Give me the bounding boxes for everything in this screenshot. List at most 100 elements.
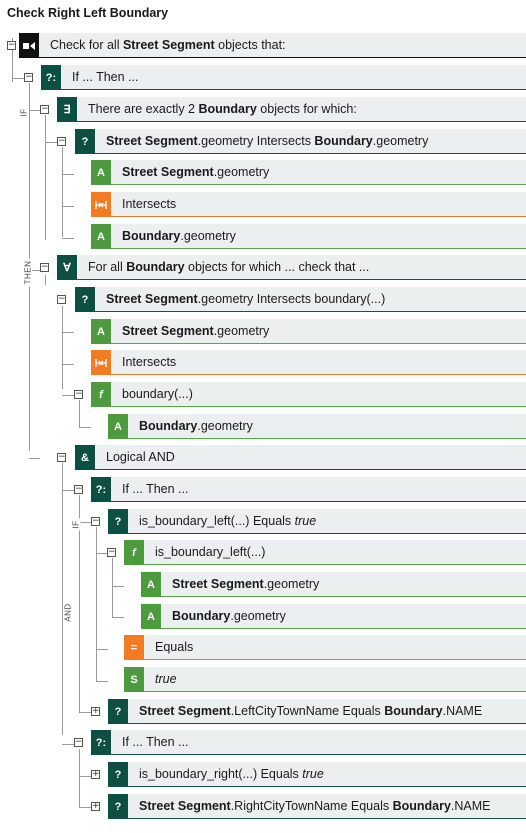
collapse-toggle-icon[interactable]: − (57, 294, 66, 304)
object-name: Street Segment (122, 38, 215, 52)
expression-row[interactable]: Intersects (91, 192, 526, 217)
collapse-toggle-icon[interactable]: − (91, 516, 100, 526)
expression-row[interactable]: ?Street Segment.geometry Intersects Boun… (75, 129, 526, 154)
expression-row[interactable]: ∀For all Boundary objects for which ... … (57, 255, 526, 280)
expression-row[interactable]: A Street Segment.geometry (91, 160, 526, 185)
expression-label: There are exactly 2 Boundary objects for… (88, 97, 357, 121)
expression-text: If ... Then ... (122, 482, 189, 496)
expand-toggle-icon[interactable]: + (91, 769, 100, 779)
function-icon: f (91, 382, 111, 407)
expression-text: is_boundary_right(...) Equals (139, 767, 303, 781)
collapse-toggle-icon[interactable]: − (57, 136, 66, 146)
expression-row[interactable]: Check for all Street Segment objects tha… (19, 33, 526, 58)
expression-text: .LeftCityTownName Equals (230, 704, 385, 718)
object-name: Boundary (122, 229, 181, 243)
expression-text: Check for all (50, 38, 123, 52)
object-name: Street Segment (122, 165, 214, 179)
expression-text: .geometry (213, 165, 270, 179)
expression-text: objects for which: (256, 102, 357, 116)
question-icon: ? (108, 509, 128, 534)
tree-guide-line (12, 38, 13, 82)
tree-guide-line (12, 78, 24, 79)
object-name: Boundary (314, 134, 373, 148)
expression-row[interactable]: ∃ There are exactly 2 Boundary objects fo… (57, 97, 526, 122)
tree-guide-line (62, 463, 63, 735)
collapse-toggle-icon[interactable]: − (74, 484, 83, 494)
expression-text: .geometry (180, 229, 236, 243)
side-label-then1: THEN (23, 258, 33, 287)
expression-row[interactable]: ?Street Segment.LeftCityTownName Equals … (108, 699, 526, 724)
tree-guide-line (79, 749, 80, 807)
expression-row[interactable]: ?Street Segment.RightCityTownName Equals… (108, 794, 526, 819)
expression-row[interactable]: = Equals (124, 635, 526, 660)
expression-text: .geometry (197, 419, 253, 433)
expression-text: is_boundary_left(...) (155, 545, 266, 559)
function-icon: f (124, 540, 144, 565)
expression-label: Equals (155, 635, 193, 659)
tree-guide-line (112, 586, 124, 587)
object-name: Boundary (139, 419, 198, 433)
rule-title: Check Right Left Boundary (7, 6, 169, 20)
tree-guide-line (79, 427, 91, 428)
tree-guide-line (62, 395, 74, 396)
expression-row[interactable]: Intersects (91, 350, 526, 375)
tree-guide-line (79, 776, 91, 777)
collapse-toggle-icon[interactable]: − (107, 547, 116, 557)
if-then-icon: ?: (41, 65, 61, 90)
expression-label: Intersects (122, 350, 176, 374)
expand-toggle-icon[interactable]: + (91, 706, 100, 716)
collapse-toggle-icon[interactable]: − (24, 72, 33, 82)
collapse-toggle-icon[interactable]: − (74, 737, 83, 747)
tree-guide-line (79, 712, 91, 713)
tree-guide-line (112, 558, 113, 618)
object-name: Boundary (392, 799, 451, 813)
expression-label: If ... Then ... (72, 65, 138, 89)
tree-guide-line (96, 681, 108, 682)
expression-row[interactable]: ?:If ... Then ... (91, 477, 526, 502)
object-name: Street Segment (122, 324, 214, 338)
collapse-toggle-icon[interactable]: − (40, 262, 49, 272)
expression-label: is_boundary_left(...) Equals true (139, 509, 316, 533)
tree-guide-line (29, 458, 40, 459)
tree-guide-line (79, 522, 91, 523)
expression-row[interactable]: ?: If ... Then ... (41, 65, 526, 90)
expression-text: For all (88, 260, 127, 274)
expression-row[interactable]: ?Street Segment.geometry Intersects boun… (75, 287, 526, 312)
expression-row[interactable]: ? is_boundary_left(...) Equals true (108, 509, 526, 534)
expression-label: Street Segment.LeftCityTownName Equals B… (139, 699, 482, 723)
tree-guide-line (62, 174, 74, 175)
expression-row[interactable]: ?:If ... Then ... (91, 730, 526, 755)
collapse-toggle-icon[interactable]: − (57, 452, 66, 462)
expand-toggle-icon[interactable]: + (91, 801, 100, 811)
expression-row[interactable]: f is_boundary_left(...) (124, 540, 526, 565)
tree-guide-line (96, 527, 97, 681)
question-icon: ? (108, 794, 128, 819)
equals-icon: = (124, 635, 144, 660)
expression-label: If ... Then ... (122, 477, 188, 501)
intersects-icon (91, 350, 111, 375)
expression-text: .geometry (263, 577, 320, 591)
attribute-icon: A (91, 160, 111, 185)
collapse-toggle-icon[interactable]: − (7, 40, 16, 50)
tree-guide-line (62, 744, 74, 745)
object-name: Street Segment (106, 134, 198, 148)
question-icon: ? (108, 762, 128, 787)
expression-text: .geometry Intersects (197, 134, 315, 148)
exists-icon: ∃ (57, 97, 77, 122)
expression-row[interactable]: ?is_boundary_right(...) Equals true (108, 762, 526, 787)
tree-guide-line (79, 495, 80, 713)
expression-text: Logical AND (106, 450, 175, 464)
collapse-toggle-icon[interactable]: − (40, 104, 49, 114)
and-icon: & (75, 445, 95, 470)
collapse-toggle-icon[interactable]: − (74, 389, 83, 399)
expression-label: Boundary.geometry (172, 604, 286, 628)
expression-row[interactable]: &Logical AND (75, 445, 526, 470)
expression-label: is_boundary_left(...) (155, 540, 265, 564)
